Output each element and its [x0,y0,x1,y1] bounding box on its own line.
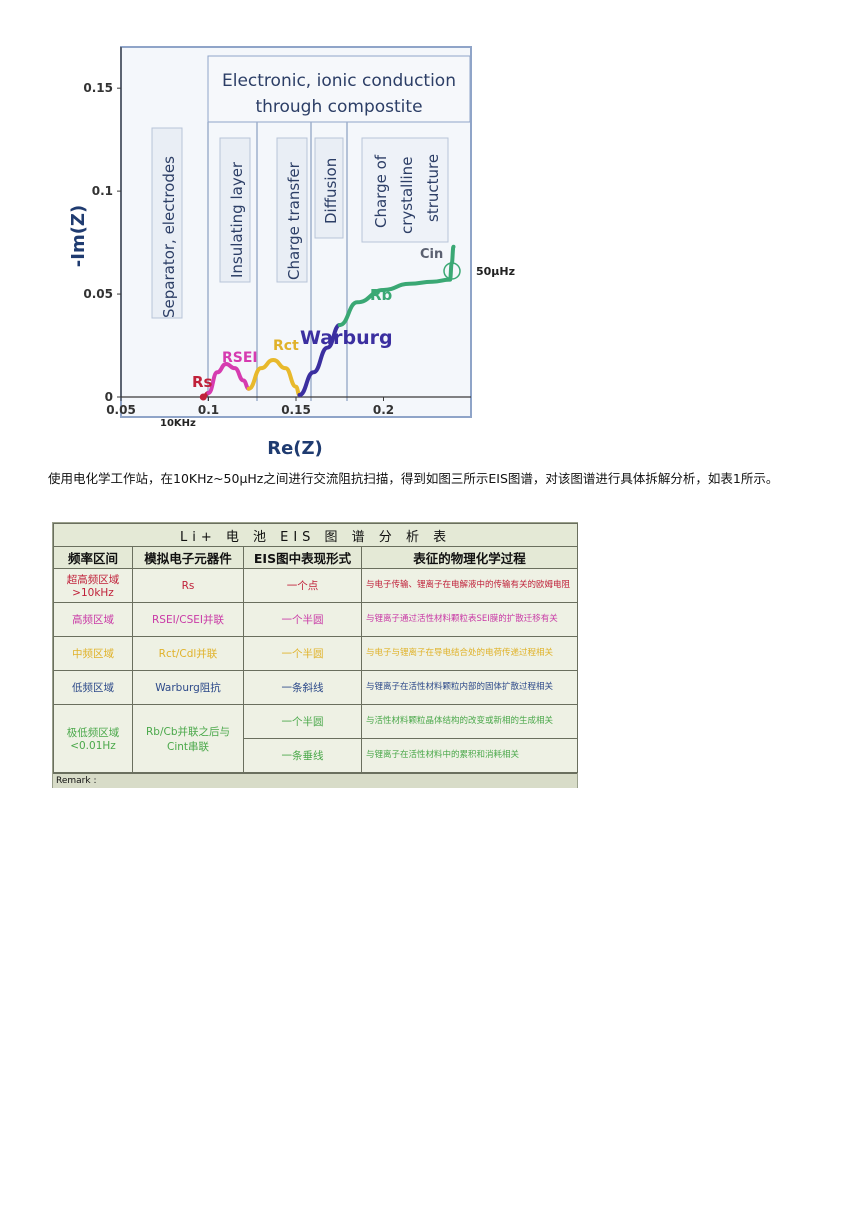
shape-cell: 一个点 [243,568,362,603]
process-cell: 与活性材料颗粒晶体结构的改变或新相的生成相关 [360,704,579,739]
shape-cell: 一个半圆 [243,636,362,671]
y-tick-label: 0.1 [92,184,113,198]
label-rct: Rct [273,338,299,354]
figure-caption: 使用电化学工作站，在10KHz~50μHz之间进行交流阻抗扫描，得到如图三所示E… [48,471,779,486]
region-insulating: Insulating layer [228,161,246,278]
x-tick-label: 0.05 [106,403,136,417]
annotation-50uhz: 50μHz [476,265,515,278]
insulating-panel [219,137,251,283]
diffusion-panel [314,137,344,239]
region-crystal-1: Charge of [372,154,390,228]
table-row: 高频区域 RSEI/CSEI并联 一个半圆 与锂离子通过活性材料颗粒表SEI膜的… [53,602,579,637]
nyquist-chart: Electronic, ionic conduction through com… [68,46,515,459]
label-rb: Rb [370,286,393,304]
header-frequency: 频率区间 [53,546,133,569]
y-tick-label: 0.05 [83,287,113,301]
shape-cell: 一个半圆 [243,602,362,637]
separator-panel [151,127,183,319]
table-row: 中频区域 Rct/Cdl并联 一个半圆 与电子与锂离子在导电结合处的电荷传递过程… [53,636,579,671]
banner-panel [207,55,471,123]
x-tick-label: 0.1 [198,403,219,417]
y-tick-label: 0 [105,390,113,404]
series-point-rs [199,393,207,401]
table-title: Li+ 电 池 EIS 图 谱 分 析 表 [52,523,579,547]
table-row: 极低频区域<0.01Hz Rb/Cb并联之后与Cint串联 一个半圆 与活性材料… [53,704,579,773]
component-cell: RSEI/CSEI并联 [132,602,244,637]
process-cell: 与锂离子通过活性材料颗粒表SEI膜的扩散迁移有关 [360,602,579,637]
process-cell: 与锂离子在活性材料中的累积和消耗相关 [360,738,579,773]
process-cell: 与锂离子在活性材料颗粒内部的固体扩散过程相关 [360,670,579,705]
table-row: 低频区域 Warburg阻抗 一条斜线 与锂离子在活性材料颗粒内部的固体扩散过程… [53,670,579,705]
freq-cell: 高频区域 [53,602,133,637]
region-separator: Separator, electrodes [160,156,178,318]
series-line-rsei [206,362,251,395]
region-crystal-3: structure [424,154,442,222]
label-cin: Cin [420,247,443,262]
shape-cell: 一条斜线 [243,670,362,705]
freq-cell: 中频区域 [53,636,133,671]
freq-cell: 极低频区域<0.01Hz [53,704,133,773]
component-cell: Rct/Cdl并联 [132,636,244,671]
series-line-rct [246,357,302,397]
process-cell: 与电子与锂离子在导电结合处的电荷传递过程相关 [360,636,579,671]
label-warburg: Warburg [300,327,393,349]
crystal-panel [361,137,449,243]
component-cell: Rb/Cb并联之后与Cint串联 [132,704,244,773]
endpoint-marker [443,262,461,280]
x-tick-label: 0.2 [373,403,394,417]
banner-line1: Electronic, ionic conduction [222,71,456,91]
region-diffusion: Diffusion [322,158,340,224]
header-shape: EIS图中表现形式 [243,546,362,569]
region-crystal-2: crystalline [398,157,416,234]
y-axis-title: -Im(Z) [68,205,89,267]
eis-analysis-table: Li+ 电 池 EIS 图 谱 分 析 表 频率区间 模拟电子元器件 EIS图中… [52,522,579,788]
shape-cell: 一条垂线 [243,738,362,773]
region-charge-transfer: Charge transfer [285,161,303,280]
x-axis-title: Re(Z) [267,438,323,459]
component-cell: Warburg阻抗 [132,670,244,705]
freq-cell: 超高频区域>10kHz [53,568,133,603]
process-cell: 与电子传输、锂离子在电解液中的传输有关的欧姆电阻 [360,568,579,603]
eis-figure: Electronic, ionic conduction through com… [48,46,524,460]
table-row: 超高频区域>10kHz Rs 一个点 与电子传输、锂离子在电解液中的传输有关的欧… [53,568,579,603]
component-cell: Rs [132,568,244,603]
header-process: 表征的物理化学过程 [360,546,579,569]
annotation-10khz: 10KHz [160,418,196,429]
freq-cell: 低频区域 [53,670,133,705]
shape-cell: 一个半圆 [243,704,362,739]
series-line-warburg [297,322,342,397]
charge-transfer-panel [276,137,308,283]
label-rs: Rs [192,373,213,391]
banner-line2: through compostite [255,97,422,117]
x-tick-label: 0.15 [281,403,311,417]
table-remark: Remark : [53,773,577,788]
y-tick-label: 0.15 [83,81,113,95]
label-rsei: RSEI [222,350,258,366]
table-row: 一条垂线 与锂离子在活性材料中的累积和消耗相关 [54,738,579,773]
header-component: 模拟电子元器件 [132,546,244,569]
series-line-rb [337,277,452,327]
